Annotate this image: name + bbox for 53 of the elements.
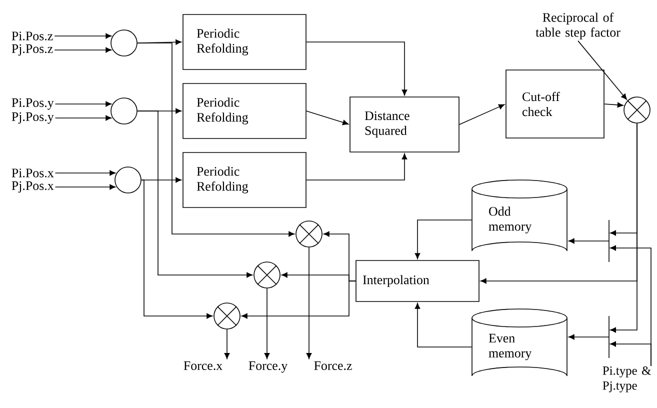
arrow <box>137 110 253 278</box>
arrow <box>224 329 230 359</box>
note-text: Reciprocal of table step factor <box>536 12 620 40</box>
signal-label: Force.y <box>248 361 288 373</box>
arrow <box>306 42 408 96</box>
signal-label: Pi.type & Pj.type <box>602 366 651 392</box>
multiplier-symbol <box>254 262 280 288</box>
memory-cylinder: Odd memory <box>472 180 568 252</box>
signal-label: Force.z <box>314 361 352 370</box>
signal-label: Pj.Pos.z <box>12 44 53 56</box>
arrow <box>54 170 116 176</box>
memory-cylinder: Even memory <box>472 308 568 376</box>
arrow <box>141 180 213 319</box>
arrow <box>414 302 472 348</box>
process-box: Distance Squared <box>350 96 460 152</box>
arrow <box>54 115 112 121</box>
summing-circle <box>110 30 138 56</box>
arrow <box>568 238 610 244</box>
arrow <box>54 101 112 107</box>
node-label: Even memory <box>488 334 532 360</box>
arrow <box>604 102 624 108</box>
signal-label: Pj.Pos.x <box>12 181 54 193</box>
arrow <box>54 47 112 53</box>
signal-label: Pj.Pos.y <box>12 112 54 124</box>
process-box: Cut-off check <box>506 70 604 138</box>
process-box: Periodic Refolding <box>182 152 306 208</box>
multiplier-symbol <box>296 220 322 248</box>
arrow <box>568 334 610 340</box>
arrow <box>54 184 116 190</box>
signal-label: Pi.Pos.y <box>12 98 54 110</box>
arrow <box>610 123 638 333</box>
arrow <box>306 153 408 180</box>
arrow <box>264 288 270 359</box>
arrow <box>610 341 652 366</box>
node-label: Odd memory <box>488 206 532 234</box>
summing-circle <box>110 98 138 124</box>
process-box: Interpolation <box>356 260 480 302</box>
arrow <box>414 220 472 260</box>
multiplier-symbol <box>624 96 650 124</box>
process-box: Periodic Refolding <box>182 14 306 70</box>
signal-label: Force.x <box>184 361 222 370</box>
arrow <box>137 42 295 237</box>
process-box: Periodic Refolding <box>182 83 306 139</box>
signal-label: Pi.Pos.x <box>12 168 54 178</box>
leader-line <box>578 40 627 100</box>
arrow <box>54 33 112 39</box>
arrow <box>306 110 349 126</box>
signal-label: Pi.Pos.z <box>12 32 53 40</box>
summing-circle <box>114 166 142 194</box>
arrow <box>306 247 312 359</box>
arrow <box>459 104 505 125</box>
multiplier-symbol <box>214 302 240 330</box>
arrow <box>241 280 356 319</box>
